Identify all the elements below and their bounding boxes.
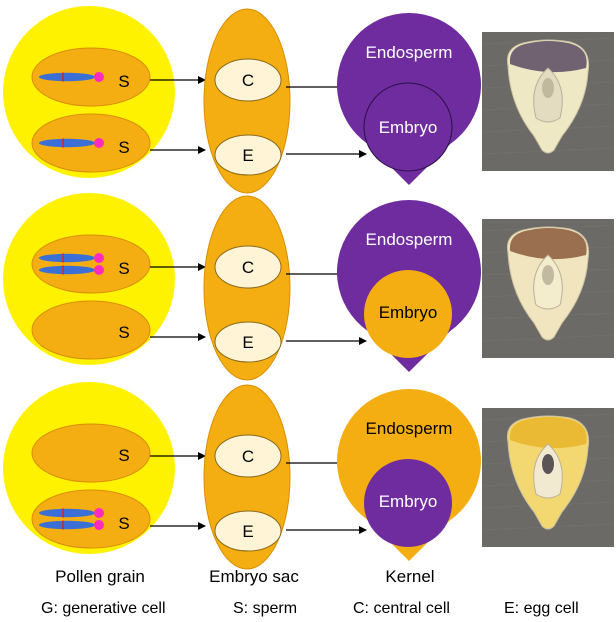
sperm-letter-bottom: S [118, 323, 129, 342]
yellow-kernel-photo [482, 408, 614, 547]
legend-generative-cell: G: generative cell [41, 600, 166, 617]
kernel-photo-embryo-axis [542, 265, 554, 285]
legend-sperm: S: sperm [233, 600, 297, 617]
kernel-photo-embryo-axis [542, 78, 554, 98]
pollen-cell-bottom [32, 490, 150, 548]
sperm-top-b-tip [94, 265, 104, 275]
purple-crown-kernel-photo [482, 219, 614, 358]
embryo-label: Embryo [379, 303, 438, 322]
sperm-letter-top: S [118, 259, 129, 278]
kernel-photo-crown [510, 41, 587, 72]
legend-central-cell: C: central cell [353, 600, 450, 617]
endosperm-label: Endosperm [366, 230, 453, 249]
kernel-photo-embryo-axis [542, 454, 554, 474]
egg-cell-letter: E [242, 522, 253, 541]
row-3: S S C E EndospermEmbryo [3, 382, 614, 569]
sperm-bottom-tip [94, 138, 104, 148]
pollen-grain-label: Pollen grain [55, 567, 145, 586]
sperm-bottom-b-tip [94, 520, 104, 530]
endosperm-label: Endosperm [366, 419, 453, 438]
pollen-cell-top [32, 424, 150, 482]
embryo-sac-label: Embryo sac [209, 567, 299, 586]
sperm-bottom-a-tip [94, 508, 104, 518]
row-1: S S C E EndospermEmbryo [3, 6, 614, 193]
kernel-photo-crown [510, 417, 587, 448]
kernel-label: Kernel [385, 567, 434, 586]
pollen-cell-top [32, 235, 150, 293]
egg-cell-letter: E [242, 146, 253, 165]
kernel-photo-crown [510, 228, 587, 259]
central-cell-letter: C [242, 71, 254, 90]
legend-egg-cell: E: egg cell [504, 600, 579, 617]
sperm-letter-top: S [118, 446, 129, 465]
embryo-label: Embryo [379, 118, 438, 137]
sperm-bottom-body [39, 139, 95, 147]
pollen-cell-bottom [32, 301, 150, 359]
sperm-letter-bottom: S [118, 514, 129, 533]
sperm-top-a-body [39, 254, 95, 262]
endosperm-label: Endosperm [366, 43, 453, 62]
sperm-letter-bottom: S [118, 138, 129, 157]
sperm-bottom-a-body [39, 509, 95, 517]
central-cell-letter: C [242, 447, 254, 466]
sperm-letter-top: S [118, 72, 129, 91]
purple-kernel-photo [482, 32, 614, 171]
embryo-label: Embryo [379, 492, 438, 511]
central-cell-letter: C [242, 258, 254, 277]
row-2: S S C E EndospermEmbryo [3, 193, 614, 380]
sperm-top-tip [94, 72, 104, 82]
sperm-top-b-body [39, 266, 95, 274]
sperm-top-body [39, 73, 95, 81]
egg-cell-letter: E [242, 333, 253, 352]
sperm-top-a-tip [94, 253, 104, 263]
sperm-bottom-b-body [39, 521, 95, 529]
